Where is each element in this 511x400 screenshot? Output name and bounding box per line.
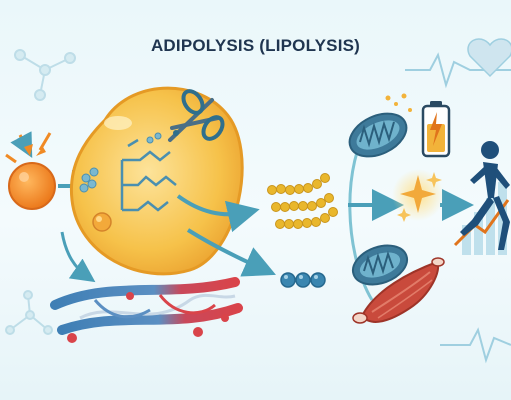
hormone-molecule-icon — [5, 131, 56, 210]
molecule-dots-icon — [79, 132, 162, 193]
muscle-icon — [352, 257, 445, 324]
runner-icon — [460, 141, 510, 250]
diagram-title: ADIPOLYSIS (LIPOLYSIS) — [150, 36, 361, 55]
sparkle-icon — [392, 169, 444, 222]
fatty-acid-chain-icon — [267, 173, 338, 229]
arrow-to-glycerol — [186, 228, 276, 277]
battery-icon — [421, 101, 451, 158]
background-molecule-icon — [5, 49, 76, 335]
heart-icon — [467, 38, 511, 78]
energy-dots-icon — [385, 93, 412, 112]
mitochondria-icon — [348, 112, 408, 158]
blood-vessel-icon — [50, 277, 243, 343]
mitochondria-icon — [351, 244, 409, 286]
glycerol-beads-icon — [280, 272, 326, 288]
arrow-to-fatty-acids — [176, 194, 260, 233]
arrow-cell-to-vessel — [60, 231, 96, 283]
triglyceride-molecule-icon — [120, 138, 177, 212]
scissors-icon — [168, 89, 225, 142]
heartbeat-icon — [405, 52, 511, 364]
